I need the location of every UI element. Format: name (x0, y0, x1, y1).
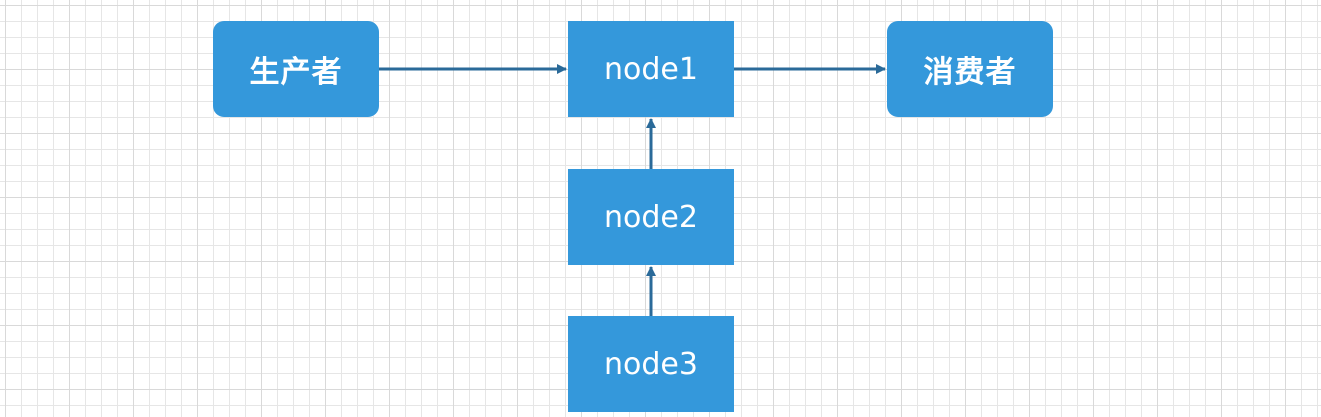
node1-label: node1 (604, 51, 698, 87)
producer-label: 生产者 (249, 55, 343, 90)
node1-box[interactable]: node1 (568, 21, 734, 117)
consumer-label: 消费者 (923, 55, 1017, 90)
node2-label: node2 (604, 199, 698, 235)
producer-node[interactable]: 生产者 (213, 21, 379, 117)
node2-box[interactable]: node2 (568, 169, 734, 265)
node3-label: node3 (604, 346, 698, 382)
node3-box[interactable]: node3 (568, 316, 734, 412)
consumer-node[interactable]: 消费者 (887, 21, 1053, 117)
